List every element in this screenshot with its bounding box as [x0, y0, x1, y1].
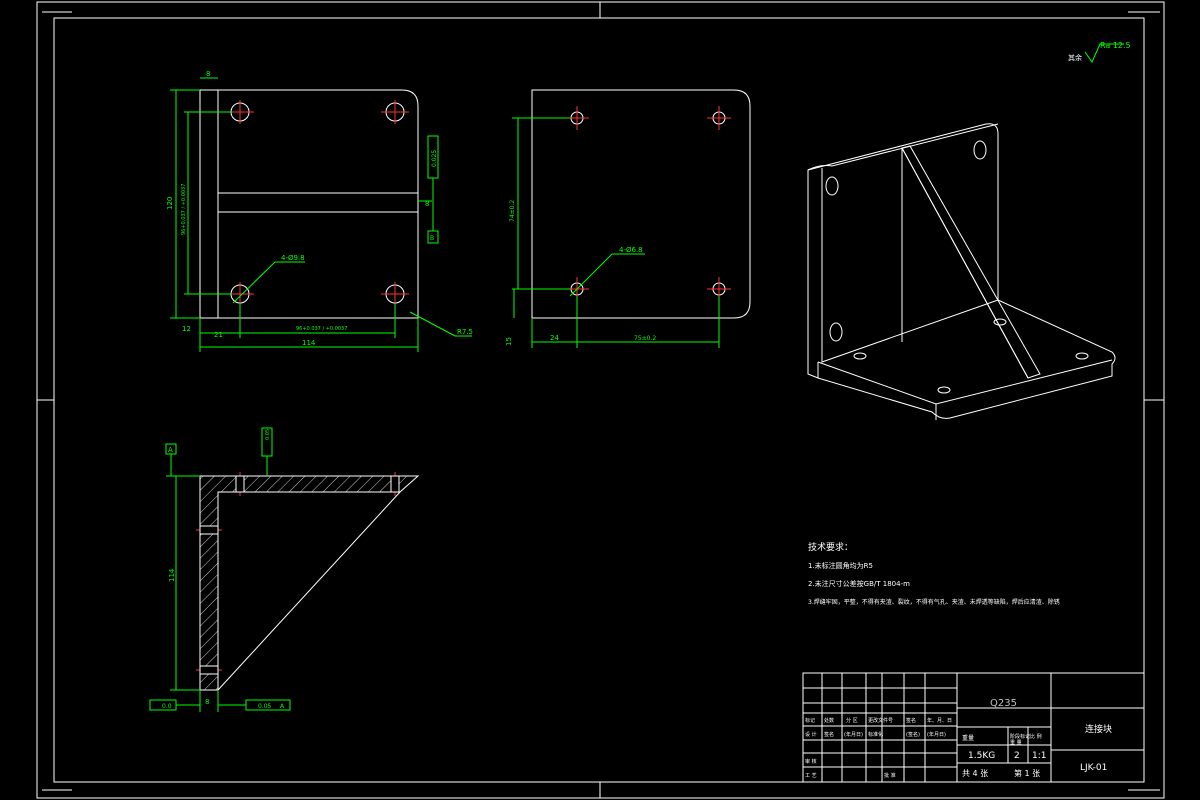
tb-header-1: 处数 — [824, 717, 834, 724]
side-hole-height: 74±0.2 — [509, 200, 516, 222]
roughness-value: Ra 12.5 — [1100, 41, 1131, 50]
tb-design-2: (年月日) — [844, 731, 863, 738]
tb-header-5: 年、月、日 — [927, 717, 952, 724]
front-hole-span: 96+0.037 / +0.0037 — [296, 326, 347, 332]
front-centerlines — [226, 100, 409, 306]
side-centerlines — [565, 106, 731, 301]
tb-design-3: 标准化 — [868, 731, 883, 738]
front-bolt-height: 96+0.037 / +0.0037 — [181, 184, 187, 235]
front-perp-tol: 0.025 — [431, 150, 438, 167]
side-hole-callout: 4-Ø6.8 — [619, 246, 643, 254]
tb-header-3: 更改文件号 — [868, 717, 893, 724]
tb-part-name: 连接块 — [1085, 723, 1112, 735]
isometric-view — [807, 123, 1116, 420]
tb-drawing-no: LJK-01 — [1080, 763, 1107, 773]
side-dimensions — [512, 117, 720, 348]
tb-approve: 批 准 — [884, 772, 896, 779]
front-thickness-top: 8 — [206, 70, 210, 78]
front-overall-height: 120 — [166, 197, 174, 210]
tb-sheet-no: 第 1 张 — [1014, 768, 1040, 778]
roughness-symbol: 其余 Ra 12.5 — [1068, 41, 1131, 64]
tb-header-4: 签名 — [906, 717, 916, 724]
front-view: 8 120 96+0.037 / +0.0037 12 21 96+0.037 … — [166, 70, 473, 352]
tb-stage-3: 比 例 — [1030, 733, 1042, 740]
tb-header-0: 标记 — [805, 717, 815, 724]
tb-design-4: (签名) — [906, 731, 920, 738]
tb-design-1: 签名 — [824, 731, 834, 738]
tb-mass: 1.5KG — [968, 751, 995, 761]
front-datum-b: B — [430, 235, 434, 242]
front-hole-callout: 4-Ø9.8 — [281, 254, 305, 262]
front-radius: R7.5 — [457, 328, 473, 336]
front-rib-dim: 8 — [425, 200, 429, 208]
tb-stage-2: 重 量 — [1010, 739, 1022, 746]
title-block: Q235 连接块 重量 阶段标记 重 量 比 例 1.5KG 2 1:1 共 4… — [802, 672, 1145, 783]
roughness-note: 其余 — [1068, 53, 1082, 62]
tech-item-3: 3.焊缝牢固，平整，不得有夹渣、裂纹，不得有气孔、夹渣、未焊透等缺陷，焊后应清渣… — [808, 598, 1060, 606]
front-overall-width: 114 — [302, 339, 316, 347]
tech-item-1: 1.未标注圆角均为R5 — [808, 561, 873, 570]
front-hole-x: 21 — [214, 331, 223, 339]
tb-process: 工 艺 — [805, 773, 817, 779]
front-left-offset: 12 — [182, 325, 191, 333]
tb-mass-label: 重量 — [962, 734, 974, 742]
tb-sheets-total: 共 4 张 — [962, 769, 988, 778]
section-flatness-bottom: 0.0 — [162, 703, 172, 710]
tb-design-0: 设 计 — [805, 731, 817, 738]
tb-material: Q235 — [990, 698, 1017, 709]
side-bottom: 15 — [505, 337, 513, 346]
tech-requirements: 技术要求： 1.未标注圆角均为R5 2.未注尺寸公差按GB/T 1804-m 3… — [808, 541, 1060, 606]
section-view: A 114 0.05 0.0 8 0.05 A — [149, 427, 420, 712]
front-holes — [230, 102, 405, 304]
section-height: 114 — [168, 568, 176, 582]
tech-item-2: 2.未注尺寸公差按GB/T 1804-m — [808, 579, 910, 588]
tb-header-2: 分 区 — [846, 717, 858, 724]
section-thickness: 8 — [205, 698, 209, 706]
drawing-frame — [36, 1, 1165, 799]
tech-title: 技术要求： — [808, 541, 853, 553]
side-holes — [570, 111, 726, 296]
tb-design-5: (年月日) — [927, 731, 946, 738]
front-dimensions — [170, 77, 472, 352]
tb-stage-1: 阶段标记 — [1010, 733, 1030, 740]
section-flatness-top: 0.05 — [265, 429, 271, 440]
side-view: 74±0.2 24 75±0.2 15 4-Ø6.8 — [505, 89, 751, 348]
section-perp-bottom: 0.05 — [258, 703, 272, 710]
section-perp-datum: A — [280, 703, 285, 710]
tb-scale: 1:1 — [1032, 751, 1046, 761]
tb-quantity: 2 — [1014, 751, 1020, 761]
side-hole-x: 24 — [550, 334, 559, 342]
section-datum-a: A — [168, 446, 173, 454]
tb-review: 审 核 — [805, 758, 817, 765]
side-hole-span: 75±0.2 — [634, 335, 656, 342]
